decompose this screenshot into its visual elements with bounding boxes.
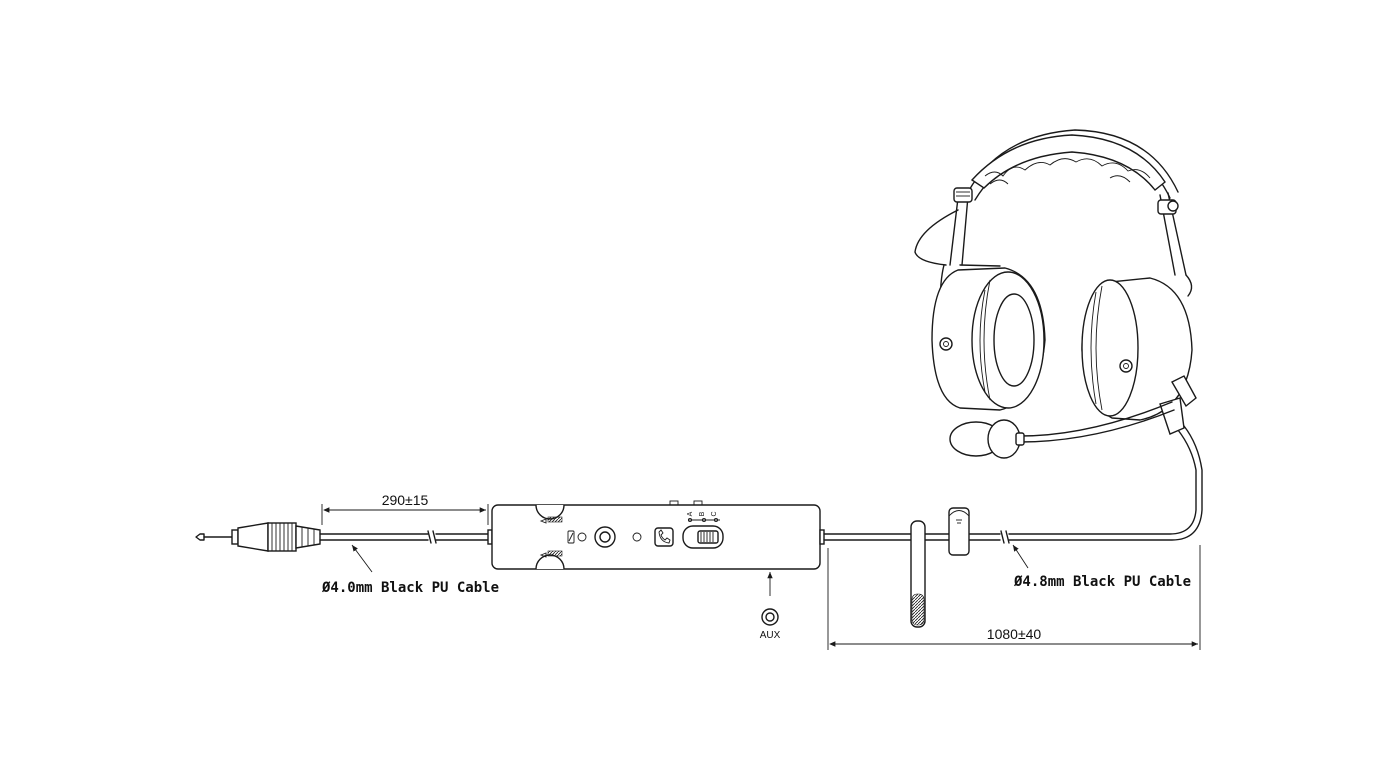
clip bbox=[910, 507, 970, 628]
plug-icon bbox=[195, 522, 321, 552]
left-cable-callout: Ø4.0mm Black PU Cable bbox=[321, 544, 499, 596]
dimension-left-label: 290±15 bbox=[382, 492, 429, 508]
switch-b-label: B bbox=[699, 511, 706, 516]
left-cable bbox=[319, 530, 489, 544]
aux-label: AUX bbox=[760, 630, 781, 641]
dimension-right: 1080±40 bbox=[827, 545, 1201, 650]
aux-jack: AUX bbox=[760, 572, 781, 641]
dimension-left: 290±15 bbox=[321, 492, 489, 525]
dimension-right-label: 1080±40 bbox=[987, 626, 1042, 642]
headset bbox=[914, 129, 1197, 443]
switch-c-label: C bbox=[711, 511, 718, 516]
microphone bbox=[949, 419, 1025, 459]
right-cable-label: Ø4.8mm Black PU Cable bbox=[1013, 574, 1191, 590]
control-box: A B C bbox=[487, 500, 825, 570]
left-cable-label: Ø4.0mm Black PU Cable bbox=[321, 580, 499, 596]
switch-a-label: A bbox=[687, 511, 694, 516]
right-cable-callout: Ø4.8mm Black PU Cable bbox=[1012, 544, 1191, 590]
